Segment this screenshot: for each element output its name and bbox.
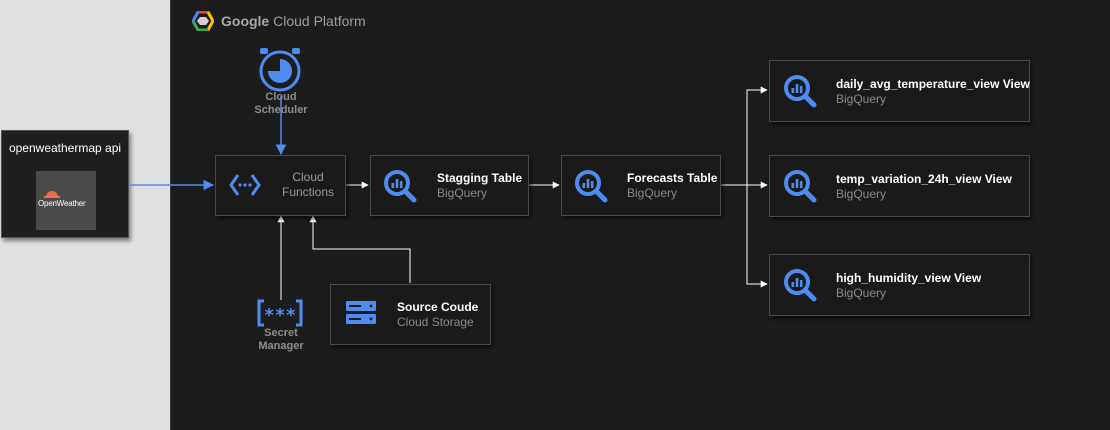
source-code-subtitle: Cloud Storage xyxy=(397,315,474,329)
view-title: daily_avg_temperature_view View xyxy=(836,77,1030,91)
storage-bucket-icon xyxy=(346,301,376,324)
bigquery-magnifier-icon xyxy=(384,170,417,203)
openweather-logo-text: OpenWeather xyxy=(38,199,86,208)
view-subtitle: BigQuery xyxy=(836,187,887,201)
cloud-functions-node[interactable] xyxy=(215,155,346,216)
forecasts-table-node[interactable]: Forecasts Table BigQuery xyxy=(561,155,721,216)
view-node-daily-avg-temperature[interactable]: daily_avg_temperature_view View BigQuery xyxy=(769,60,1030,122)
secret-manager-label-line1: Secret xyxy=(264,327,298,339)
bigquery-magnifier-icon xyxy=(784,269,817,302)
alarm-clock-icon[interactable] xyxy=(257,46,303,94)
bigquery-magnifier-icon xyxy=(784,75,817,108)
gcp-title: Google Cloud Platform xyxy=(221,13,366,29)
secret-manager-label-line2: Manager xyxy=(258,340,304,352)
source-code-title: Source Coude xyxy=(397,300,479,314)
staging-table-title: Stagging Table xyxy=(437,171,523,185)
secret-manager-label: Secret Manager xyxy=(244,327,318,353)
cloud-functions-label-line2: Functions xyxy=(281,185,335,199)
staging-table-node[interactable]: Stagging Table BigQuery xyxy=(370,155,529,216)
cloud-scheduler-label-line2: Scheduler xyxy=(254,104,308,116)
secret-asterisks-icon[interactable]: *** xyxy=(257,299,303,327)
view-node-high-humidity[interactable]: high_humidity_view View BigQuery xyxy=(769,254,1030,316)
view-title: high_humidity_view View xyxy=(836,271,982,285)
view-title: temp_variation_24h_view View xyxy=(836,172,1012,186)
cloud-scheduler-label-line1: Cloud xyxy=(265,91,297,103)
view-subtitle: BigQuery xyxy=(836,286,887,300)
openweathermap-api-node[interactable]: openweathermap api OpenWeather xyxy=(1,130,129,238)
view-node-temp-variation-24h[interactable]: temp_variation_24h_view View BigQuery xyxy=(769,155,1030,217)
cloud-scheduler-label: Cloud Scheduler xyxy=(244,91,318,117)
bigquery-magnifier-icon xyxy=(784,170,817,203)
openweather-logo: OpenWeather xyxy=(36,171,96,230)
cloud-functions-label-line1: Cloud xyxy=(292,170,324,184)
openweathermap-api-title: openweathermap api xyxy=(8,141,122,155)
cloud-functions-label: Cloud Functions xyxy=(270,170,346,200)
svg-text:***: *** xyxy=(264,305,297,326)
gcp-title-bold: Google xyxy=(221,13,270,29)
openweather-sun-icon xyxy=(44,191,60,198)
source-code-node[interactable]: Source Coude Cloud Storage xyxy=(330,284,491,345)
gcp-hexagon-icon xyxy=(192,11,214,31)
staging-table-subtitle: BigQuery xyxy=(437,186,488,200)
view-subtitle: BigQuery xyxy=(836,92,887,106)
forecasts-table-title: Forecasts Table xyxy=(627,171,718,185)
gcp-title-rest: Cloud Platform xyxy=(269,13,366,29)
cloud-functions-icon xyxy=(229,174,261,196)
bigquery-magnifier-icon xyxy=(575,170,608,203)
forecasts-table-subtitle: BigQuery xyxy=(627,186,678,200)
gcp-header: Google Cloud Platform xyxy=(192,9,366,33)
